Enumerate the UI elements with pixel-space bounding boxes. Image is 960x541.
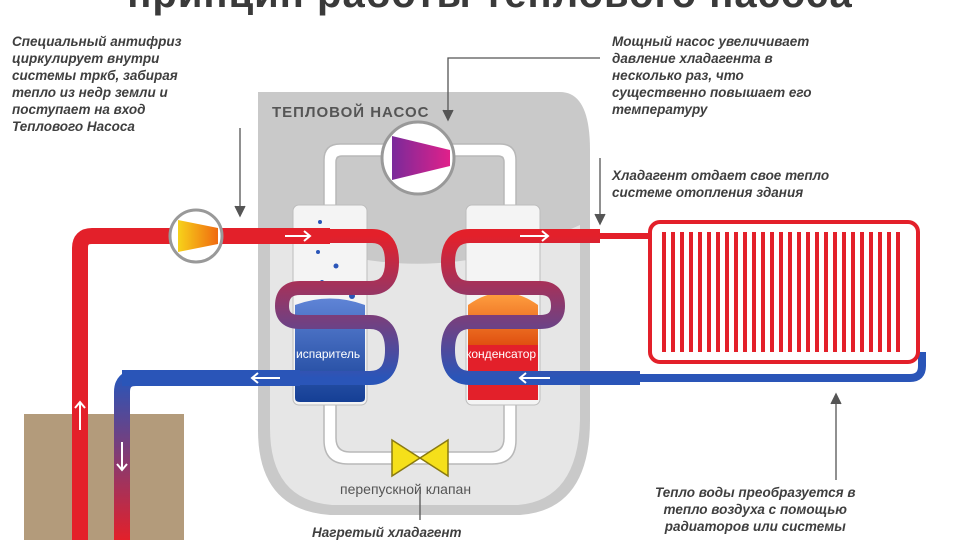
arrow-down xyxy=(116,442,128,472)
radiator xyxy=(648,220,920,364)
circulation-pump-icon xyxy=(168,208,224,264)
arrow-up xyxy=(74,400,86,430)
ground-block xyxy=(24,414,184,540)
condenser-coil xyxy=(440,229,640,385)
arrow-left-1 xyxy=(250,372,280,384)
arrow-left-2 xyxy=(518,372,550,384)
heat-pump-label: ТЕПЛОВОЙ НАСОС xyxy=(272,104,430,121)
condenser-label: конденсатор xyxy=(466,347,537,361)
note-heated-refrigerant: Нагретый хладагент xyxy=(312,525,462,540)
arrow-right-2 xyxy=(520,230,550,242)
page-title: принцип работы теплового насоса xyxy=(60,0,920,17)
bypass-valve-label: перепускной клапан xyxy=(340,481,472,497)
arrow-right-1 xyxy=(285,230,312,242)
compressor-icon xyxy=(380,120,456,196)
pointer-top xyxy=(447,57,600,118)
bypass-valve-icon xyxy=(391,438,449,478)
evaporator-label: испаритель xyxy=(296,347,361,361)
evaporator-coil xyxy=(274,229,400,385)
condenser-vessel xyxy=(465,204,541,406)
ground-pipe-hot xyxy=(72,228,170,540)
